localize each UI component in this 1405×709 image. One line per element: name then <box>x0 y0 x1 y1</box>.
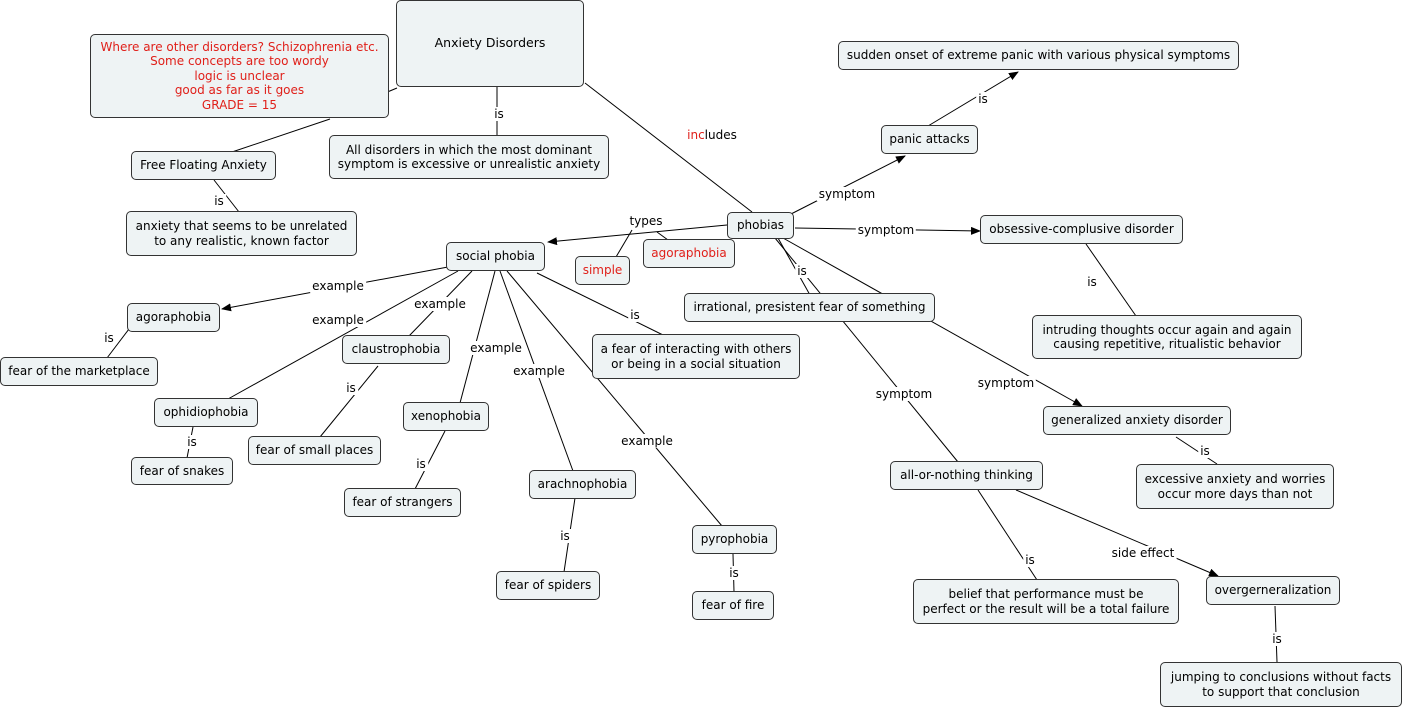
node-ocd[interactable]: obsessive-complusive disorder <box>980 215 1183 244</box>
node-fear-fire[interactable]: fear of fire <box>692 591 774 620</box>
label-includes-red: inc <box>687 128 705 142</box>
node-panic-attacks[interactable]: panic attacks <box>881 125 978 154</box>
node-claustrophobia[interactable]: claustrophobia <box>342 335 450 364</box>
link-phobias-socialphobia <box>547 224 728 246</box>
label-symptom-panic: symptom <box>816 187 878 201</box>
node-jumping-conclusions[interactable]: jumping to conclusions without facts to … <box>1160 662 1402 707</box>
label-symptom-gad: symptom <box>975 376 1037 390</box>
node-all-or-nothing[interactable]: all-or-nothing thinking <box>890 461 1043 490</box>
link-phobias-panic <box>790 155 906 215</box>
node-free-floating-anxiety[interactable]: Free Floating Anxiety <box>131 151 276 180</box>
label-symptom-aon: symptom <box>873 387 935 401</box>
node-xenophobia[interactable]: xenophobia <box>403 402 489 431</box>
node-pyrophobia[interactable]: pyrophobia <box>692 525 777 554</box>
link-claus-smallplaces <box>319 365 379 438</box>
label-example-arachnophobia: example <box>511 364 567 378</box>
link-root-phobias <box>584 82 753 213</box>
label-is-aon: is <box>1023 553 1037 567</box>
label-is-overgen: is <box>1270 632 1284 646</box>
link-sp-fearinteracting <box>536 272 664 336</box>
label-is-pyrophobia: is <box>727 566 741 580</box>
label-example-claustrophobia: example <box>412 297 468 311</box>
node-all-disorders[interactable]: All disorders in which the most dominant… <box>329 135 609 179</box>
link-xeno-strangers <box>414 430 446 490</box>
node-ophidiophobia[interactable]: ophidiophobia <box>154 398 258 427</box>
node-gad[interactable]: generalized anxiety disorder <box>1043 406 1231 435</box>
link-types-simple <box>615 229 633 258</box>
node-simple[interactable]: simple <box>575 256 630 285</box>
label-is-alldisorders: is <box>492 107 506 121</box>
node-agoraphobia[interactable]: agoraphobia <box>127 303 220 332</box>
link-agora-marketplace <box>106 328 130 359</box>
node-grading-comment[interactable]: Where are other disorders? Schizophrenia… <box>90 34 389 118</box>
link-comment-freefloating <box>231 118 331 153</box>
label-is-freefloating: is <box>212 194 226 208</box>
link-sp-xenophobia <box>459 270 496 404</box>
label-is-xenophobia: is <box>414 457 428 471</box>
node-belief-performance[interactable]: belief that performance must be perfect … <box>913 579 1179 624</box>
node-fear-strangers[interactable]: fear of strangers <box>344 488 461 517</box>
link-aon-overgen <box>1015 489 1219 577</box>
link-types-agoraphobia <box>656 231 669 241</box>
node-irrational-fear[interactable]: irrational, presistent fear of something <box>684 293 935 322</box>
node-social-phobia[interactable]: social phobia <box>446 242 545 271</box>
node-anxiety-unrelated[interactable]: anxiety that seems to be unrelated to an… <box>126 211 357 256</box>
label-symptom-ocd: symptom <box>855 223 917 237</box>
label-side-effect: side effect <box>1109 546 1177 560</box>
node-anxiety-disorders[interactable]: Anxiety Disorders <box>396 0 584 87</box>
node-fear-spiders[interactable]: fear of spiders <box>496 571 600 600</box>
label-types: types <box>627 214 665 228</box>
label-is-panic: is <box>976 92 990 106</box>
link-gad-excessive <box>1175 436 1218 465</box>
node-fear-marketplace[interactable]: fear of the marketplace <box>0 357 158 386</box>
label-is-fearinteracting: is <box>628 308 642 322</box>
label-is-arachnophobia: is <box>558 529 572 543</box>
link-ocd-intruding <box>1085 243 1137 317</box>
node-arachnophobia[interactable]: arachnophobia <box>529 470 636 499</box>
label-is-ocd: is <box>1085 275 1099 289</box>
link-sp-pyrophobia <box>506 270 723 527</box>
label-includes: includes <box>685 128 739 142</box>
label-example-agoraphobia: example <box>310 279 366 293</box>
label-is-claustrophobia: is <box>344 381 358 395</box>
link-panic-onset <box>927 71 1019 127</box>
node-phobias[interactable]: phobias <box>727 212 794 239</box>
link-freefloating-unrelated <box>213 179 240 213</box>
label-example-ophidiophobia: example <box>310 313 366 327</box>
node-agoraphobia-type[interactable]: agoraphobia <box>643 239 735 268</box>
node-sudden-onset[interactable]: sudden onset of extreme panic with vario… <box>838 41 1239 70</box>
label-is-irrational: is <box>795 264 809 278</box>
node-overgeneralization[interactable]: overgerneralization <box>1206 576 1340 605</box>
label-example-pyrophobia: example <box>619 434 675 448</box>
label-is-gad: is <box>1198 444 1212 458</box>
label-includes-rest: ludes <box>704 128 737 142</box>
label-is-agoraphobia: is <box>102 331 116 345</box>
node-fear-interacting[interactable]: a fear of interacting with others or bei… <box>592 334 800 379</box>
label-is-ophidiophobia: is <box>185 435 199 449</box>
node-fear-snakes[interactable]: fear of snakes <box>131 457 233 485</box>
label-example-xenophobia: example <box>468 341 524 355</box>
node-fear-small-places[interactable]: fear of small places <box>248 436 381 465</box>
node-excessive-anxiety[interactable]: excessive anxiety and worries occur more… <box>1136 464 1334 509</box>
node-intruding-thoughts[interactable]: intruding thoughts occur again and again… <box>1032 315 1302 359</box>
